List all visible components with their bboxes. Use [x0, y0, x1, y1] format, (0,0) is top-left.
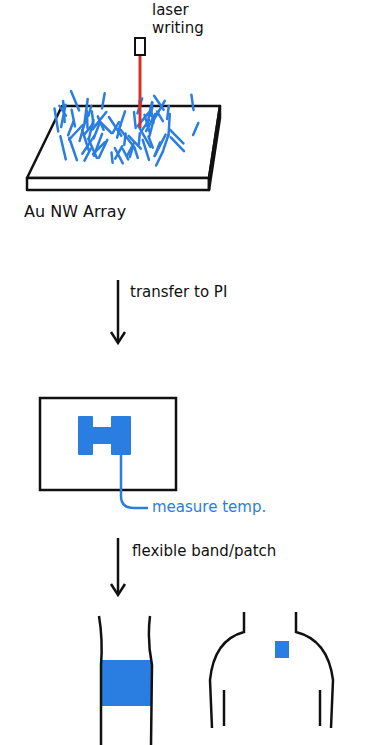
process-arrow: [117, 538, 120, 594]
nanowire: [55, 109, 59, 132]
sensor-lead: [121, 452, 148, 508]
nanowire: [82, 130, 89, 151]
laser-head: [135, 38, 145, 55]
nanowire: [119, 111, 125, 129]
nanowire: [164, 135, 169, 149]
nanowire: [156, 151, 163, 166]
nanowire: [112, 153, 113, 163]
nanowire: [68, 121, 74, 135]
laser-label: laser writing: [152, 1, 214, 37]
step-label: flexible band/patch: [132, 542, 276, 560]
nanowire: [135, 148, 138, 158]
nanowire: [115, 148, 123, 163]
torso-outline: [296, 612, 333, 728]
nanowire: [86, 111, 89, 128]
laser-beam-top: [139, 100, 142, 128]
nanowire: [134, 112, 136, 128]
nanowire: [171, 137, 184, 151]
nanowire: [191, 95, 193, 110]
nanowire: [69, 138, 77, 160]
nanowire-array: [55, 91, 199, 165]
nanowire: [99, 140, 107, 158]
nanowire: [143, 140, 149, 160]
wrist-band: [101, 660, 152, 706]
nanowire: [193, 123, 198, 135]
arm-outline: [149, 616, 152, 745]
nanowire: [169, 114, 170, 136]
nanowire: [141, 120, 149, 131]
nanowire: [139, 133, 140, 144]
nanowire: [127, 143, 134, 156]
nanowire: [149, 137, 153, 148]
nanowire: [170, 130, 183, 144]
nanowire: [60, 136, 65, 159]
arm-outline: [99, 616, 102, 745]
nanowire: [123, 149, 128, 160]
torso-outline: [223, 690, 226, 726]
callout-label: measure temp.: [152, 498, 266, 516]
nanowire: [69, 125, 83, 140]
step-label: transfer to PI: [130, 283, 227, 301]
nanowire: [61, 105, 66, 127]
substrate-top: [27, 106, 220, 178]
substrate-side: [209, 106, 220, 190]
nanowire: [71, 91, 79, 110]
sensor-pattern: [79, 417, 130, 454]
process-arrow: [117, 280, 120, 342]
arrow-head: [111, 332, 125, 343]
arrow-head: [111, 584, 125, 595]
substrate-front: [27, 178, 209, 190]
torso-outline: [210, 612, 244, 728]
nanowire: [157, 112, 163, 122]
array-label: Au NW Array: [24, 203, 126, 221]
nanowire: [72, 110, 75, 127]
skin-patch: [275, 641, 289, 658]
laser-beam: [139, 55, 142, 128]
nanowire: [102, 93, 105, 108]
nanowire: [85, 149, 91, 161]
pi-sheet: [40, 398, 176, 490]
nanowire: [94, 122, 100, 138]
nanowire: [124, 133, 125, 145]
torso-outline: [319, 690, 322, 726]
